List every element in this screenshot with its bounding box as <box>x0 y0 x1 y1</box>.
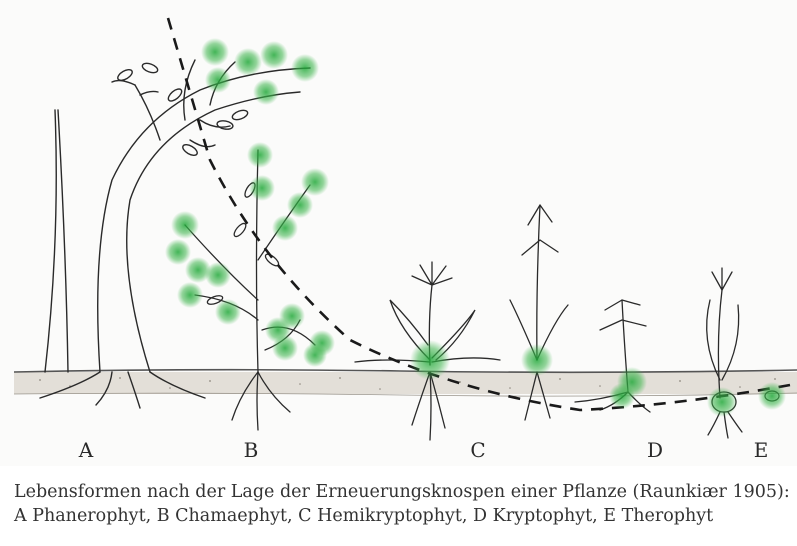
label-b: B <box>244 438 259 462</box>
caption-line-1: Lebensformen nach der Lage der Erneuerun… <box>14 480 794 504</box>
caption-line-2: A Phanerophyt, B Chamaephyt, C Hemikrypt… <box>14 504 794 528</box>
label-c: C <box>470 438 485 462</box>
bud-position-dashed-line <box>168 18 790 410</box>
plant-c-hemicryptophyte <box>355 205 568 440</box>
label-a: A <box>79 438 93 462</box>
label-e: E <box>754 438 769 462</box>
label-d: D <box>647 438 663 462</box>
figure-caption: Lebensformen nach der Lage der Erneuerun… <box>14 480 794 528</box>
life-forms-illustration: A B C D E <box>0 0 797 466</box>
